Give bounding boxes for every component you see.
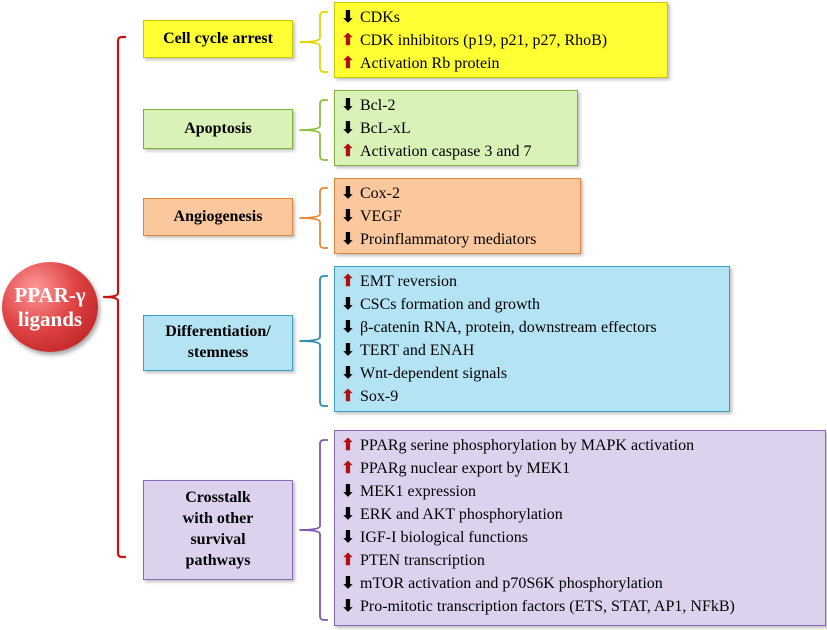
effect-text: β-catenin RNA, protein, downstream effec… <box>360 319 657 336</box>
category-box-angiogenesis: Angiogenesis <box>143 198 293 236</box>
category-label: Differentiation/ stemness <box>165 323 271 361</box>
effect-text: Activation Rb protein <box>360 55 500 72</box>
ppar-gamma-ligands-node: PPAR-γ ligands <box>2 262 98 352</box>
effect-item: ⬆ Activation Rb protein <box>341 52 661 75</box>
effect-item: ⬆ Activation caspase 3 and 7 <box>341 140 571 163</box>
arrow-down-icon: ⬇ <box>341 120 355 137</box>
effect-item: ⬇ Proinflammatory mediators <box>341 228 574 251</box>
category-box-cell-cycle-arrest: Cell cycle arrest <box>143 20 293 58</box>
brace-apoptosis <box>299 99 328 161</box>
effect-item: ⬇ CDKs <box>341 6 661 29</box>
effect-text: IGF-I biological functions <box>360 529 528 546</box>
category-box-differentiation: Differentiation/ stemness <box>143 315 293 371</box>
effect-item: ⬇ mTOR activation and p70S6K phosphorylat… <box>341 572 819 595</box>
arrow-down-icon: ⬇ <box>341 208 355 225</box>
effect-item: ⬆ Sox-9 <box>341 385 723 408</box>
effect-text: TERT and ENAH <box>360 342 475 359</box>
category-box-crosstalk: Crosstalk with other survival pathways <box>143 480 293 580</box>
category-label: Crosstalk with other survival pathways <box>182 489 254 569</box>
detail-box-cell-cycle-arrest: ⬇ CDKs ⬆ CDK inhibitors (p19, p21, p27, Rho… <box>334 2 668 78</box>
effect-item: ⬇ Wnt-dependent signals <box>341 362 723 385</box>
effect-text: CSCs formation and growth <box>360 296 540 313</box>
effect-item: ⬆ PPARg nuclear export by MEK1 <box>341 457 819 480</box>
detail-box-crosstalk: ⬆ PPARg serine phosphorylation by MAPK ac… <box>334 430 826 626</box>
arrow-down-icon: ⬇ <box>341 529 355 546</box>
effect-item: ⬆ EMT reversion <box>341 270 723 293</box>
arrow-up-icon: ⬆ <box>341 460 355 477</box>
arrow-up-icon: ⬆ <box>341 388 355 405</box>
effect-text: ERK and AKT phosphorylation <box>360 506 563 523</box>
arrow-down-icon: ⬇ <box>341 598 355 615</box>
effect-text: Sox-9 <box>360 388 399 405</box>
brace-angiogenesis <box>299 187 328 249</box>
effect-text: Activation caspase 3 and 7 <box>360 143 532 160</box>
arrow-down-icon: ⬇ <box>341 9 355 26</box>
arrow-down-icon: ⬇ <box>341 231 355 248</box>
arrow-up-icon: ⬆ <box>341 55 355 72</box>
arrow-down-icon: ⬇ <box>341 365 355 382</box>
brace-cell-cycle-arrest <box>299 11 328 73</box>
effect-item: ⬇ TERT and ENAH <box>341 339 723 362</box>
arrow-up-icon: ⬆ <box>341 32 355 49</box>
detail-box-apoptosis: ⬇ Bcl-2 ⬇ BcL-xL ⬆ Activation caspase 3 and 7 <box>334 90 578 166</box>
effect-item: ⬆ CDK inhibitors (p19, p21, p27, RhoB) <box>341 29 661 52</box>
arrow-down-icon: ⬇ <box>341 97 355 114</box>
effect-text: Wnt-dependent signals <box>360 365 508 382</box>
effect-text: CDKs <box>360 9 401 26</box>
effect-item: ⬇ IGF-I biological functions <box>341 526 819 549</box>
effect-text: Bcl-2 <box>360 97 396 114</box>
effect-item: ⬇ CSCs formation and growth <box>341 293 723 316</box>
arrow-down-icon: ⬇ <box>341 483 355 500</box>
brace-differentiation <box>299 275 328 407</box>
arrow-up-icon: ⬆ <box>341 273 355 290</box>
arrow-up-icon: ⬆ <box>341 552 355 569</box>
effect-text: Cox-2 <box>360 185 400 202</box>
effect-text: CDK inhibitors (p19, p21, p27, RhoB) <box>360 32 608 49</box>
main-brace <box>102 35 126 559</box>
arrow-up-icon: ⬆ <box>341 437 355 454</box>
arrow-up-icon: ⬆ <box>341 143 355 160</box>
effect-text: Proinflammatory mediators <box>360 231 537 248</box>
effect-text: Pro-mitotic transcription factors (ETS, … <box>360 598 735 615</box>
detail-box-angiogenesis: ⬇ Cox-2 ⬇ VEGF ⬇ Proinflammatory mediators <box>334 178 581 254</box>
category-box-apoptosis: Apoptosis <box>143 109 293 149</box>
category-label: Apoptosis <box>184 119 252 137</box>
effect-item: ⬇ Cox-2 <box>341 182 574 205</box>
effect-item: ⬇ MEK1 expression <box>341 480 819 503</box>
effect-text: VEGF <box>360 208 402 225</box>
arrow-down-icon: ⬇ <box>341 319 355 336</box>
effect-item: ⬇ Pro-mitotic transcription factors (ETS,… <box>341 595 819 618</box>
hub-label: PPAR-γ ligands <box>14 282 86 331</box>
arrow-down-icon: ⬇ <box>341 575 355 592</box>
effect-item: ⬆ PPARg serine phosphorylation by MAPK ac… <box>341 434 819 457</box>
effect-item: ⬇ β-catenin RNA, protein, downstream effe… <box>341 316 723 339</box>
effect-text: EMT reversion <box>360 273 458 290</box>
effect-text: PTEN transcription <box>360 552 485 569</box>
effect-item: ⬇ BcL-xL <box>341 117 571 140</box>
category-label: Angiogenesis <box>173 207 263 225</box>
effect-item: ⬇ ERK and AKT phosphorylation <box>341 503 819 526</box>
effect-text: BcL-xL <box>360 120 411 137</box>
effect-text: PPARg nuclear export by MEK1 <box>360 460 571 477</box>
category-label: Cell cycle arrest <box>163 29 273 47</box>
arrow-down-icon: ⬇ <box>341 506 355 523</box>
effect-text: MEK1 expression <box>360 483 476 500</box>
effect-text: mTOR activation and p70S6K phosphorylati… <box>360 575 663 592</box>
effect-item: ⬇ VEGF <box>341 205 574 228</box>
effect-text: PPARg serine phosphorylation by MAPK act… <box>360 437 695 454</box>
arrow-down-icon: ⬇ <box>341 342 355 359</box>
detail-box-differentiation: ⬆ EMT reversion ⬇ CSCs formation and growth… <box>334 266 730 412</box>
arrow-down-icon: ⬇ <box>341 185 355 202</box>
brace-crosstalk <box>299 439 328 621</box>
effect-item: ⬆ PTEN transcription <box>341 549 819 572</box>
arrow-down-icon: ⬇ <box>341 296 355 313</box>
effect-item: ⬇ Bcl-2 <box>341 94 571 117</box>
